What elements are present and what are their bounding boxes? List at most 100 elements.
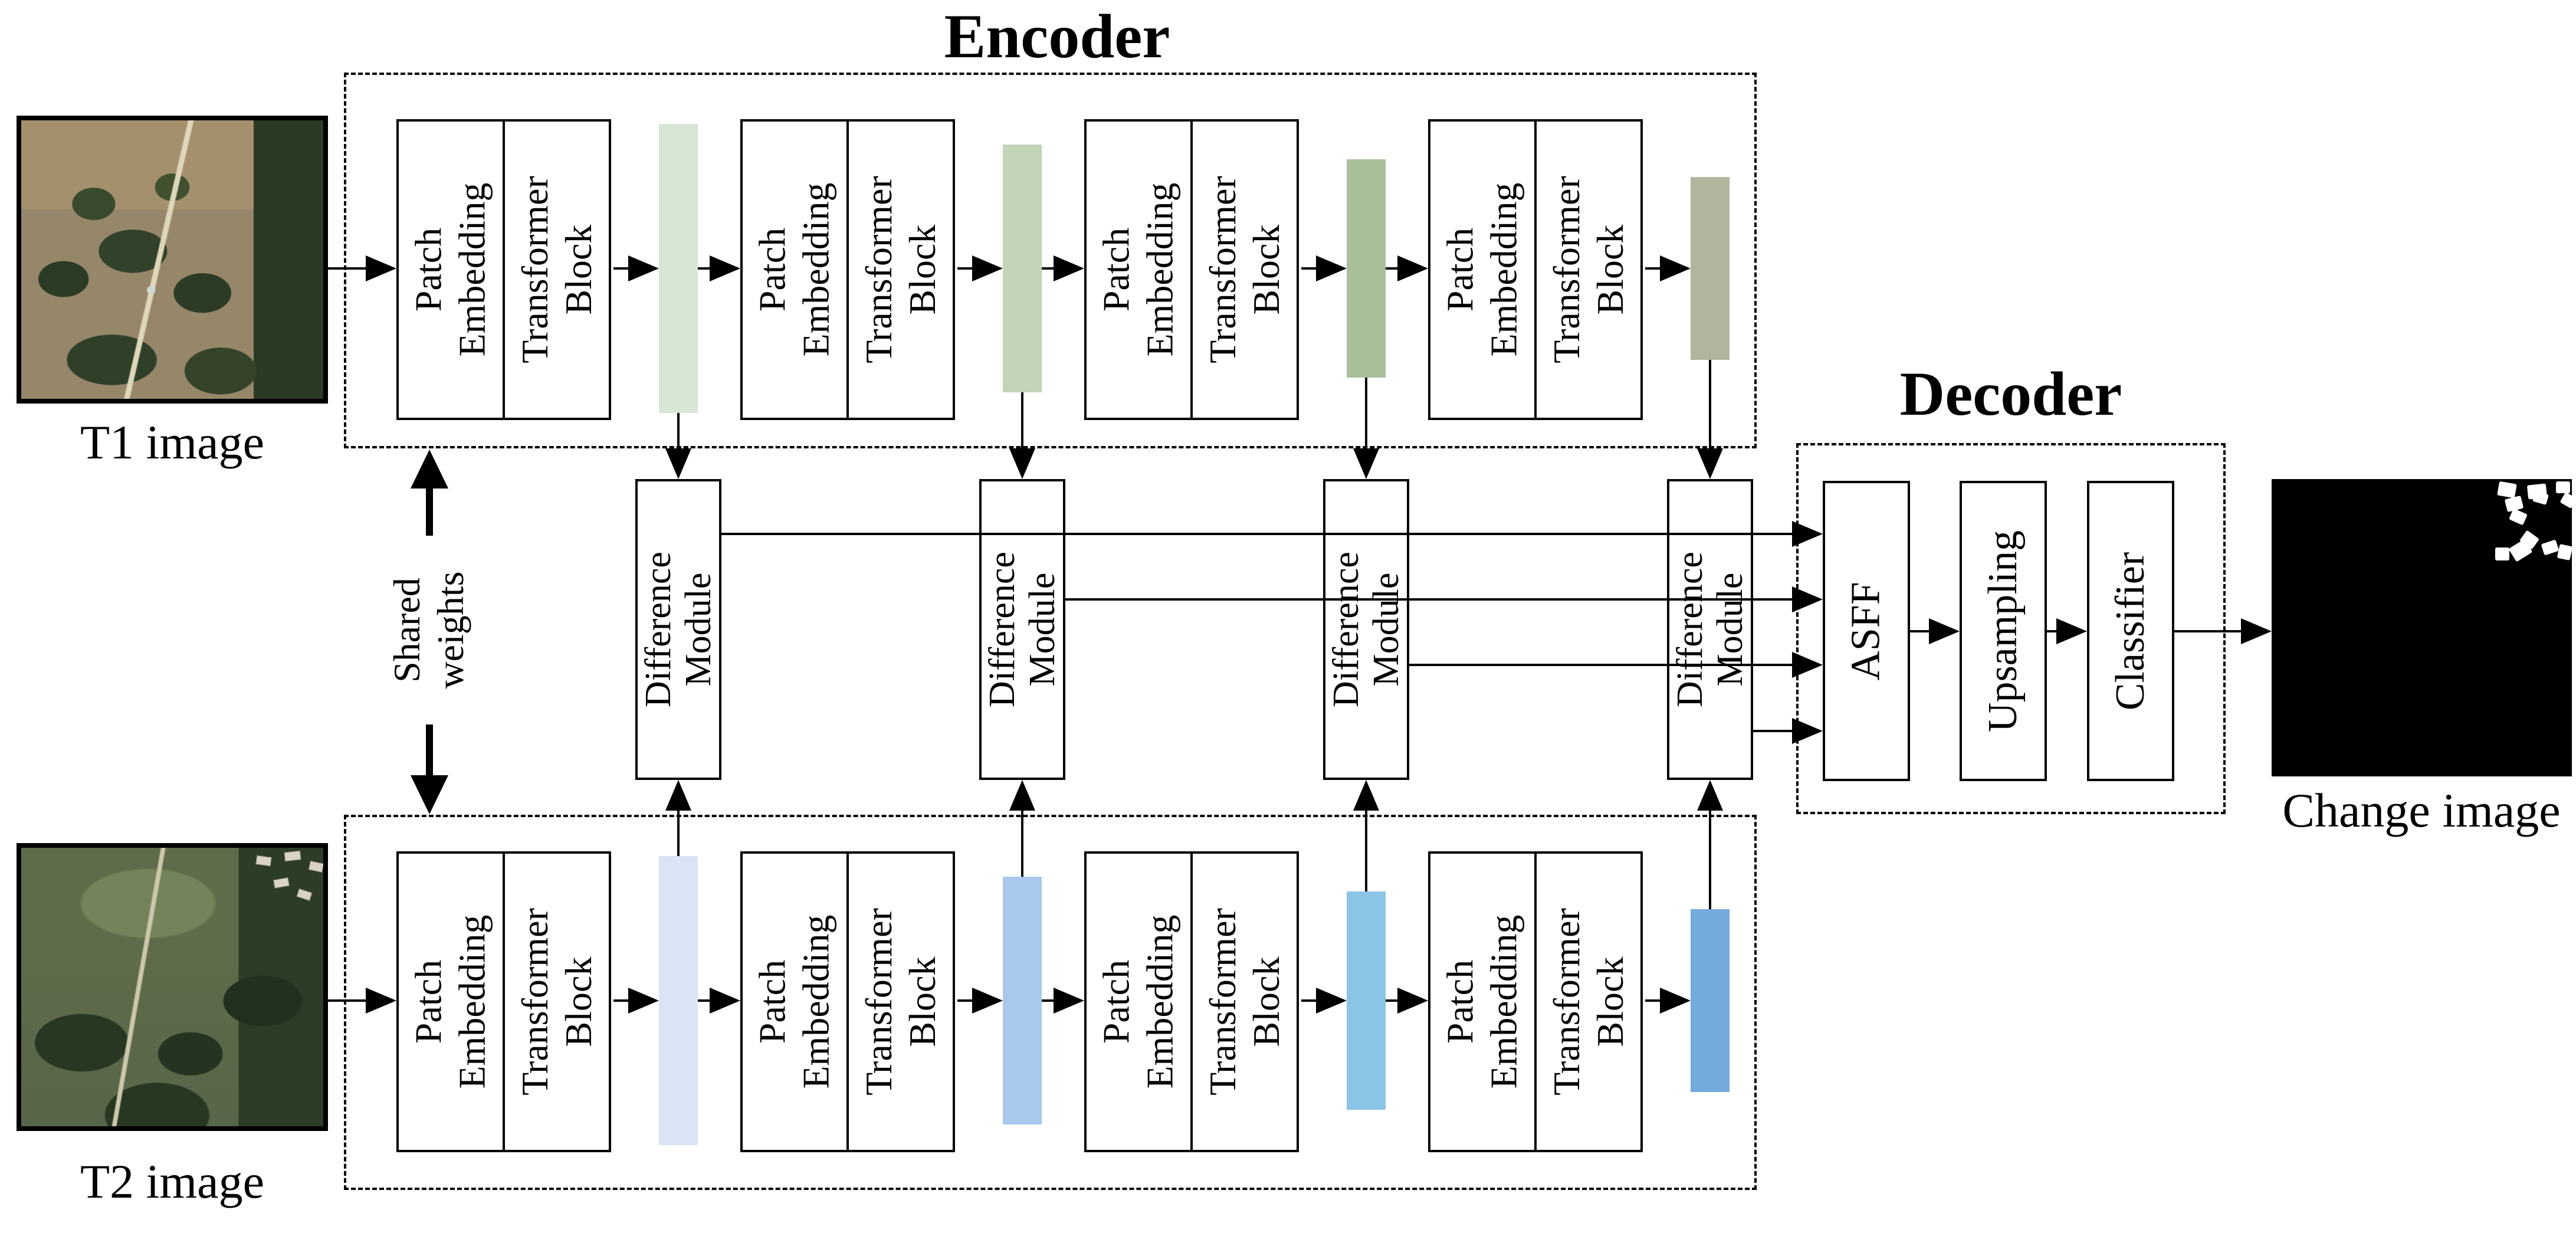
connector-t1-bar4-to-dm4 <box>1709 360 1711 450</box>
arrow-classifier-to-change-image <box>2174 630 2241 632</box>
shared-weights-arrowhead-down <box>411 775 448 814</box>
arrowhead <box>1929 618 1960 644</box>
arrowhead <box>2241 618 2272 644</box>
dm3-to-asff-line <box>1409 664 1792 666</box>
arrowhead <box>1397 988 1428 1014</box>
arrow-bar1-to-stage2 <box>698 999 711 1002</box>
encoder-region-t2 <box>344 815 1757 1190</box>
arrowhead <box>710 988 740 1014</box>
connector-t1-bar1-to-dm1 <box>677 413 680 450</box>
connector-t2-bar2-to-dm2 <box>1021 811 1023 877</box>
change-blob <box>2557 543 2573 561</box>
arrow-stage3-to-bar3 <box>1301 267 1317 270</box>
change-blob <box>2541 539 2559 556</box>
t1-feature-bar-2 <box>1003 145 1042 392</box>
t1-caption: T1 image <box>80 415 264 469</box>
arrowhead <box>1054 988 1084 1014</box>
classifier-block: Classifier <box>2087 481 2174 781</box>
encoder-region-t1 <box>344 73 1757 448</box>
upsampling-label: Upsampling <box>1980 530 2026 732</box>
arrowhead <box>628 988 659 1014</box>
arrowhead <box>1009 448 1035 479</box>
arrow-t1-to-stage1 <box>328 267 367 270</box>
t2-feature-bar-2 <box>1003 877 1042 1124</box>
connector-t2-bar1-to-dm1 <box>677 811 680 856</box>
asff-block: ASFF <box>1823 481 1910 781</box>
arrowhead <box>1660 255 1691 281</box>
arrowhead <box>1792 652 1823 678</box>
shared-weights-arrowhead-up <box>411 450 448 489</box>
dm2-to-asff-line <box>1065 598 1792 601</box>
t2-feature-bar-3 <box>1347 891 1386 1110</box>
arrow-stage1-to-bar1 <box>613 267 629 270</box>
t2-caption: T2 image <box>80 1155 264 1208</box>
arrowhead <box>1316 988 1347 1014</box>
arrowhead <box>2056 618 2087 644</box>
arrowhead <box>665 780 691 811</box>
arrowhead <box>1054 255 1084 281</box>
encoder-title: Encoder <box>944 2 1170 71</box>
decoder-region <box>1796 443 2226 814</box>
arrowhead <box>1353 780 1379 811</box>
arrowhead <box>972 255 1003 281</box>
arrow-stage2-to-bar2 <box>957 267 973 270</box>
change-blob <box>2509 508 2528 526</box>
arrow-upsampling-to-classifier <box>2047 630 2057 632</box>
t1-feature-bar-3 <box>1347 159 1386 378</box>
t2-satellite-texture <box>21 848 323 1126</box>
dm1-to-asff-line <box>721 533 1792 535</box>
arrow-bar2-to-stage3 <box>1042 999 1055 1002</box>
arrow-stage4-to-bar4 <box>1645 267 1661 270</box>
connector-t2-bar4-to-dm4 <box>1709 811 1711 909</box>
arrowhead <box>710 255 740 281</box>
arrowhead <box>1792 521 1823 547</box>
asff-label: ASFF <box>1843 581 1889 681</box>
arrowhead <box>1697 448 1723 479</box>
arrowhead <box>1660 988 1691 1014</box>
connector-t1-bar2-to-dm2 <box>1021 392 1023 450</box>
arrowhead <box>366 255 396 281</box>
decoder-title: Decoder <box>1899 359 2122 428</box>
arrow-bar3-to-stage4 <box>1386 267 1399 270</box>
arrowhead <box>366 988 396 1014</box>
t1-feature-bar-1 <box>659 124 698 413</box>
change-image <box>2272 479 2576 776</box>
arrowhead <box>1353 448 1379 479</box>
arrow-bar3-to-stage4 <box>1386 999 1399 1002</box>
arrow-stage4-to-bar4 <box>1645 999 1661 1002</box>
t2-feature-bar-4 <box>1691 909 1730 1092</box>
